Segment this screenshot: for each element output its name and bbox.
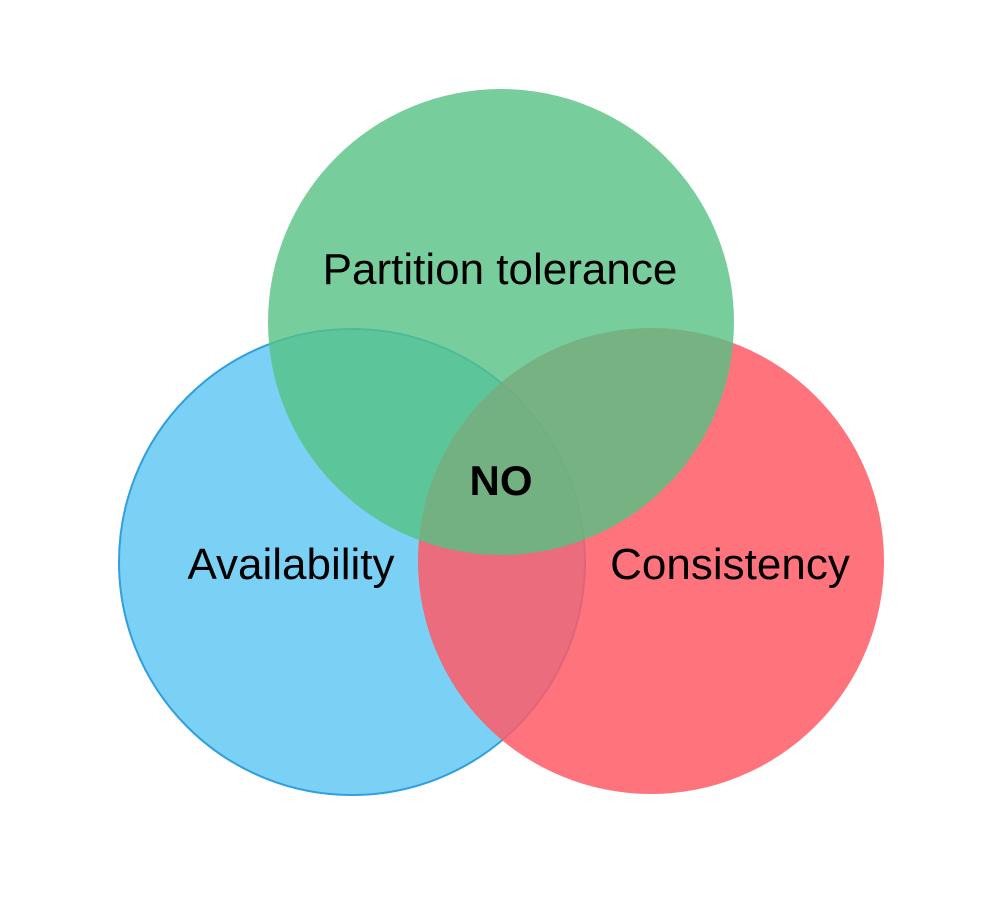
venn-circles [118,89,884,796]
partition-tolerance-label: Partition tolerance [323,245,678,294]
center-intersection-label: NO [470,457,533,504]
availability-label: Availability [187,540,394,589]
consistency-label: Consistency [610,540,850,589]
partition-tolerance-circle [268,89,734,555]
